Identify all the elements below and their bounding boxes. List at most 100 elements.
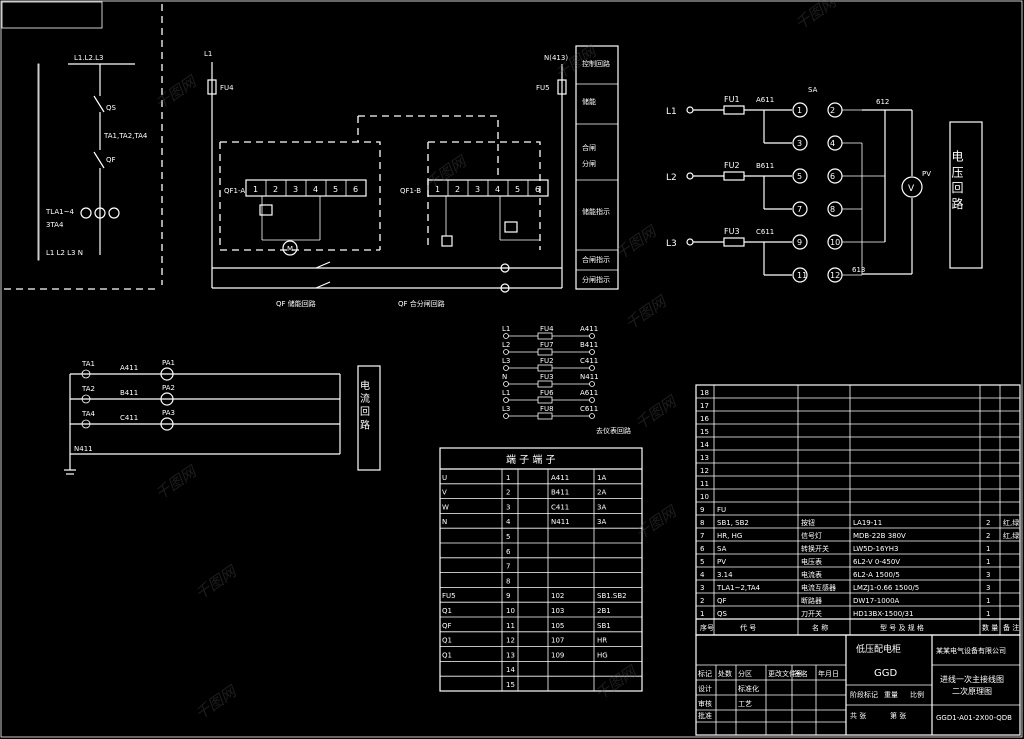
title-block-cell: 标记 (698, 669, 712, 678)
single-line-boundary (4, 4, 163, 290)
title-block-cell: 工艺 (738, 700, 752, 708)
meter-label: PA2 (162, 384, 175, 392)
title-block-cell: 重量 (884, 691, 898, 699)
watermark-text: 千图网 (152, 72, 201, 114)
wire-label: C611 (756, 228, 774, 236)
svg-text:L1: L1 (204, 50, 212, 58)
small-fuse-line: N (502, 373, 507, 381)
title-block-cell: 共 张 (850, 711, 866, 720)
small-fuse-name: FU6 (540, 389, 554, 397)
part-no: 3 (700, 584, 704, 592)
terminal-device: QF (442, 622, 452, 630)
svg-text:612: 612 (876, 98, 889, 106)
part-qty: 3 (986, 584, 990, 592)
terminal-number: 4 (506, 518, 511, 526)
wire-label: A611 (756, 96, 774, 104)
terminal-device: V (442, 489, 447, 497)
part-name: 转换开关 (801, 544, 829, 553)
svg-text:613: 613 (852, 266, 865, 274)
part-no: 13 (700, 454, 709, 462)
part-name: 电流互感器 (801, 583, 836, 592)
part-code: FU (717, 506, 726, 514)
terminal-number: 5 (506, 533, 510, 541)
svg-text:PV: PV (922, 170, 931, 178)
svg-text:L1 L2 L3 N: L1 L2 L3 N (46, 249, 83, 257)
phase-label: L3 (666, 239, 677, 249)
small-fuse-line: L3 (502, 357, 510, 365)
title-block-cell: 处数 (718, 669, 732, 678)
svg-text:QF1-B: QF1-B (400, 187, 421, 195)
title-block-cell: 更改文件号 (768, 669, 803, 678)
svg-text:QF 储能回路: QF 储能回路 (276, 299, 316, 308)
part-name: 电流表 (801, 570, 822, 579)
terminal-wire: 107 (551, 637, 564, 645)
small-fuse-name: FU8 (540, 405, 554, 413)
part-qty: 3 (986, 571, 990, 579)
terminal-wire: 103 (551, 607, 564, 615)
phase-label: L2 (666, 173, 677, 183)
contact-right: 6 (830, 172, 835, 181)
terminal-number: 12 (506, 637, 515, 645)
terminal-dest: HR (597, 637, 607, 645)
small-fuse-wire: C411 (580, 357, 598, 365)
fuse-label: FU3 (724, 227, 740, 236)
svg-text:M: M (287, 245, 293, 253)
terminal-device: Q1 (442, 607, 452, 615)
part-model: LMZJ1-0.66 1500/5 (853, 584, 919, 592)
part-name: 信号灯 (801, 531, 822, 540)
watermark-text: 千图网 (192, 682, 241, 724)
terminal-wire: 102 (551, 592, 564, 600)
terminal-device: Q1 (442, 651, 452, 659)
contact-left: 9 (797, 238, 802, 247)
watermark-text: 千图网 (592, 662, 641, 704)
part-model: 6L2-A 1500/5 (853, 571, 900, 579)
small-fuse-line: L1 (502, 389, 510, 397)
phase-label: L1 (666, 107, 677, 117)
part-no: 2 (700, 597, 704, 605)
small-fuse-name: FU2 (540, 357, 554, 365)
svg-text:进线一次主接线图: 进线一次主接线图 (940, 674, 1004, 684)
terminal-dest: SB1 (597, 622, 611, 630)
svg-text:V: V (908, 184, 915, 194)
terminal-dest: 2B1 (597, 607, 611, 615)
terminal-number: 13 (506, 651, 515, 659)
wire-label: B611 (756, 162, 774, 170)
terminal-wire: A411 (551, 474, 569, 482)
terminal-dest: 1A (597, 474, 606, 482)
title-block-cell: 第 张 (890, 711, 906, 720)
title-block-cell: 分区 (738, 669, 752, 678)
title-block-cell: 比例 (910, 690, 924, 699)
svg-text:代 号: 代 号 (740, 623, 756, 632)
svg-text:某某电气设备有限公司: 某某电气设备有限公司 (936, 646, 1006, 655)
part-no: 16 (700, 415, 709, 423)
small-fuse-name: FU7 (540, 341, 554, 349)
svg-text:3TA4: 3TA4 (46, 221, 64, 229)
svg-text:QF: QF (106, 156, 116, 164)
part-no: 7 (700, 532, 704, 540)
small-fuse-wire: A411 (580, 325, 598, 333)
sidebar-label: 控制回路 (582, 59, 610, 68)
terminal-dest: 3A (597, 518, 606, 526)
part-no: 1 (700, 610, 704, 618)
current-circuit-label-box (357, 365, 381, 471)
watermark-text: 千图网 (792, 0, 841, 33)
small-fuse-name: FU4 (540, 325, 554, 333)
part-code: 3.14 (717, 571, 733, 579)
terminal-number: 9 (506, 592, 510, 600)
svg-text:低压配电柜: 低压配电柜 (856, 643, 901, 655)
voltage-circuit-label: 电 压 回 路 (950, 150, 964, 210)
watermark-text: 千图网 (152, 462, 201, 504)
voltmeter-icon (901, 176, 923, 198)
fuse-label: FU2 (724, 161, 740, 170)
contact-right: 8 (830, 205, 835, 214)
svg-text:FU5: FU5 (536, 84, 550, 92)
title-block-cell: 年月日 (818, 669, 839, 678)
current-wire-label: A411 (120, 364, 138, 372)
terminal-right-1: 1 (435, 185, 440, 194)
sidebar-label: 分闸指示 (582, 275, 610, 284)
small-fuse-wire: B411 (580, 341, 598, 349)
